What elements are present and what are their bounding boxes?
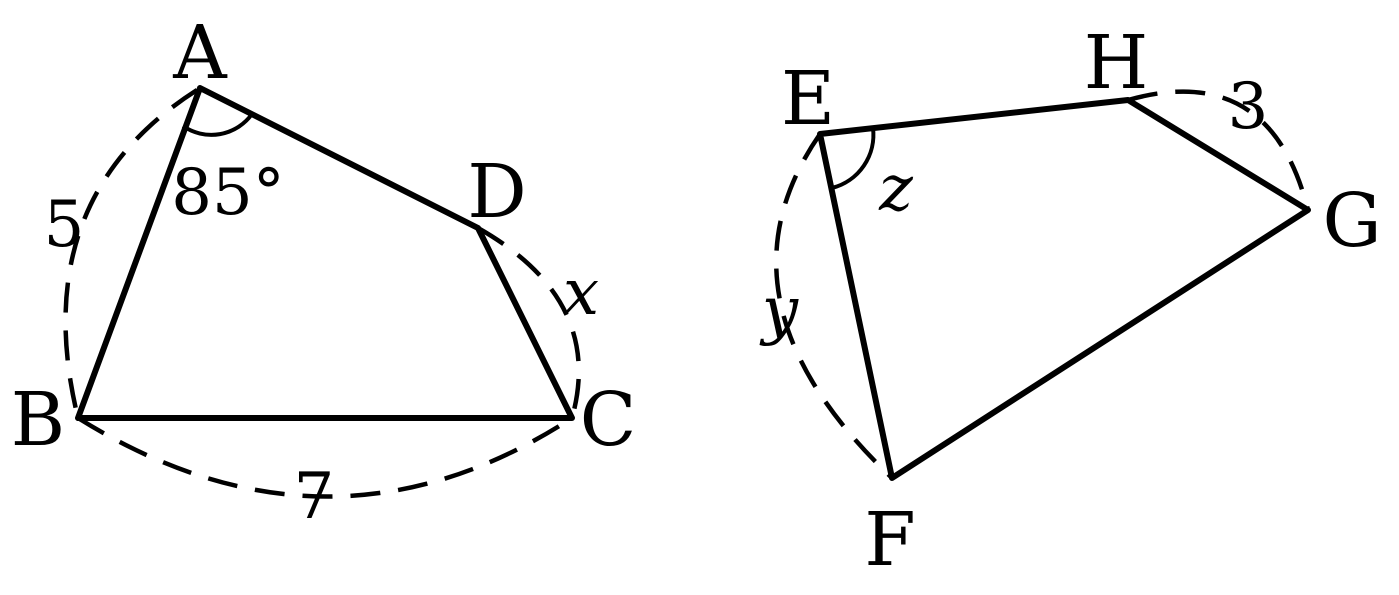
vertex-label-g: G [1322, 178, 1381, 264]
vertex-label-b: B [11, 377, 65, 463]
angle-label-a: 85° [171, 156, 284, 230]
dashed-arc-ab [63, 88, 199, 419]
side-label-dc: x [563, 256, 599, 330]
vertex-label-e: E [781, 56, 835, 142]
quadrilateral-abcd: A B C D 5 7 x 85° [11, 10, 637, 534]
side-label-ef: y [759, 274, 799, 348]
angle-arc-a [181, 112, 254, 137]
side-label-bc: 7 [294, 460, 335, 534]
vertex-label-h: H [1084, 20, 1149, 106]
dashed-arc-dc [476, 226, 581, 419]
side-label-ab: 5 [44, 188, 85, 262]
polygon-abcd [75, 85, 575, 421]
vertex-label-d: D [467, 149, 526, 235]
quadrilateral-efgh: E F G H 3 y z [759, 20, 1382, 583]
vertex-label-c: C [580, 377, 637, 463]
angle-arc-e [831, 127, 876, 190]
polygon-efgh [817, 97, 1311, 481]
vertex-label-a: A [172, 10, 228, 96]
vertex-label-f: F [864, 497, 915, 583]
angle-label-e: z [878, 152, 914, 226]
dashed-arc-bc [76, 416, 574, 499]
dashed-arc-ef [773, 132, 894, 480]
side-label-hg: 3 [1228, 70, 1269, 144]
dashed-arc-hg [1127, 89, 1311, 211]
